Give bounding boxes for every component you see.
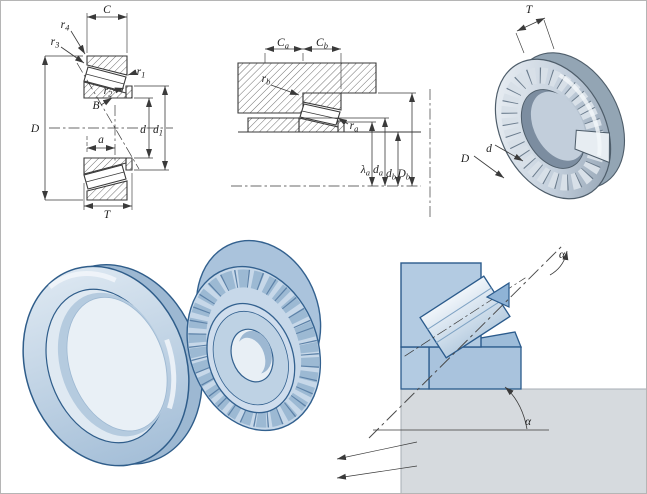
cup-section (302, 92, 342, 111)
fig-bearing-3d: T D d (460, 4, 626, 200)
label-C: C (103, 4, 111, 16)
label-D: D (30, 123, 40, 135)
label-T: T (104, 209, 112, 221)
fig-abutment-dimensions: Ca Cb rb ra λa da db Db (231, 37, 421, 187)
label-alpha-mid: α (525, 416, 532, 428)
label-d: d (140, 124, 146, 136)
label-d-3d: d (486, 143, 492, 155)
label-r3: r3 (51, 36, 60, 50)
label-r4: r4 (61, 19, 70, 33)
fig-cross-section: C r4 r3 r1 r2 B D d d1 a T (30, 4, 173, 221)
fig-exploded-illustration (21, 239, 322, 467)
label-alpha-top: α (559, 249, 566, 261)
label-Ca: Ca (277, 37, 289, 51)
label-rb: rb (262, 73, 271, 87)
label-r1: r1 (137, 66, 146, 80)
rib-wedge (485, 281, 510, 308)
cup-section-top (86, 55, 128, 76)
outer-ring-3d (21, 263, 203, 467)
label-a: a (98, 134, 104, 146)
shaft-shoulder-section (247, 117, 300, 133)
label-r2: r2 (104, 85, 113, 99)
cone-rib-top (125, 85, 133, 99)
label-db: db (386, 168, 396, 182)
cone-assembly-3d (186, 239, 322, 432)
cup-section-bottom (86, 180, 128, 201)
label-Cb: Cb (316, 37, 328, 51)
shaft-block (400, 388, 646, 493)
roller-axis-line (76, 62, 140, 170)
fig3-dimensions (473, 17, 555, 179)
fig-contact-angle-section: α α (336, 243, 646, 493)
angle-arc-top (549, 250, 569, 276)
contact-angle-line (368, 243, 565, 439)
label-B: B (92, 100, 99, 112)
label-da: da (373, 164, 383, 178)
label-lambda-a: λa (360, 164, 370, 178)
label-d1: d1 (153, 124, 163, 138)
bearing-rollers-ring (501, 67, 605, 191)
label-ra: ra (350, 120, 359, 134)
label-Db: Db (396, 168, 410, 182)
label-D-3d: D (460, 153, 470, 165)
roller-section (299, 103, 341, 126)
cone-rib (337, 120, 345, 133)
fig2-dimensions (264, 46, 416, 186)
cone-rib-bottom (125, 157, 133, 171)
angle-arc-mid (504, 386, 528, 430)
fig1-dimensions (42, 13, 169, 210)
label-T-3d: T (526, 4, 534, 16)
